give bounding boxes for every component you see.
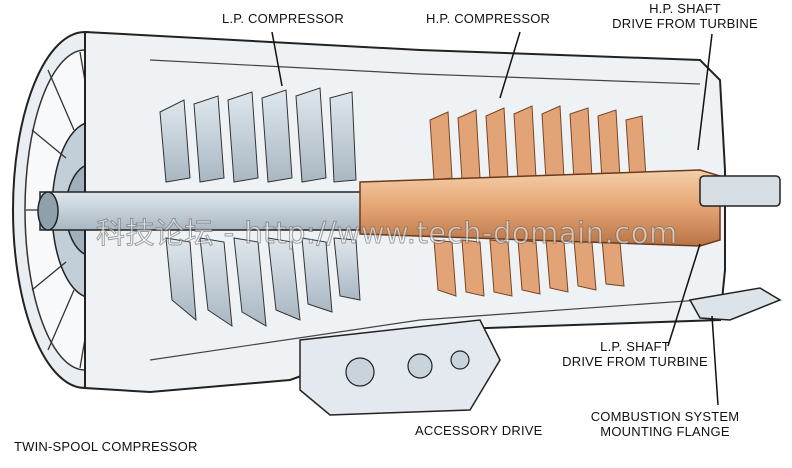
combustion-label-line1: COMBUSTION SYSTEM <box>590 409 740 424</box>
combustion-label-line2: MOUNTING FLANGE <box>600 424 730 439</box>
combustion-flange-label: COMBUSTION SYSTEM MOUNTING FLANGE <box>570 409 760 439</box>
twin-spool-compressor-caption: TWIN-SPOOL COMPRESSOR <box>14 439 198 454</box>
hp-shaft-label-line1: H.P. SHAFT <box>649 1 721 16</box>
hp-compressor-label: H.P. COMPRESSOR <box>426 11 551 26</box>
lp-shaft-label: L.P. SHAFT DRIVE FROM TURBINE <box>550 339 720 369</box>
hp-shaft-label: H.P. SHAFT DRIVE FROM TURBINE <box>600 1 770 31</box>
accessory-drive-gearbox <box>299 319 501 416</box>
leader-lines <box>271 31 719 406</box>
lp-compressor-label: L.P. COMPRESSOR <box>222 11 344 26</box>
shaft-assembly <box>37 169 781 247</box>
mounting-flange <box>688 287 782 321</box>
watermark-text: 科技论坛 - http://www.tech-domain.com <box>96 216 678 251</box>
accessory-drive-label: ACCESSORY DRIVE <box>415 423 543 438</box>
lp-compressor-stages <box>159 87 361 327</box>
lp-shaft-label-line1: L.P. SHAFT <box>600 339 670 354</box>
hp-shaft-label-line2: DRIVE FROM TURBINE <box>612 16 758 31</box>
lp-shaft-label-line2: DRIVE FROM TURBINE <box>562 354 708 369</box>
hp-compressor-stages <box>429 105 647 297</box>
